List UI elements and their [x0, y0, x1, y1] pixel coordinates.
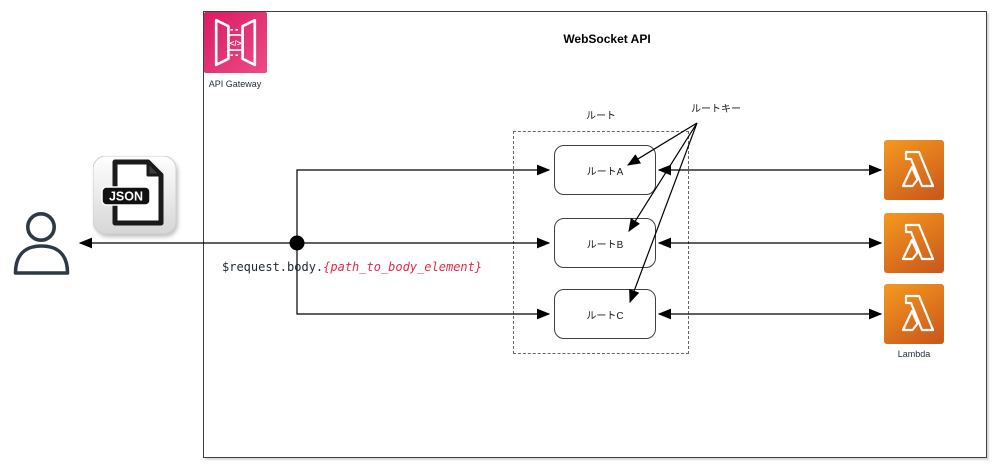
expression-prefix: $request.body. — [222, 260, 324, 274]
lambda-label: Lambda — [897, 349, 931, 359]
websocket-api-container — [203, 11, 987, 458]
route-b-box: ルートB — [554, 218, 656, 268]
code-glyph: </> — [230, 39, 242, 48]
json-icon-label: JSON — [109, 190, 143, 204]
route-b-label: ルートB — [586, 239, 624, 251]
api-gateway-icon: </> — [204, 12, 267, 73]
json-file-icon: JSON — [92, 155, 177, 235]
route-key-label: ルートキー — [691, 104, 741, 115]
route-a-box: ルートA — [554, 145, 656, 195]
route-c-box: ルートC — [554, 289, 656, 339]
route-c-label: ルートC — [586, 310, 624, 322]
route-a-label: ルートA — [586, 166, 624, 178]
expression-placeholder: {path_to_body_element} — [323, 260, 483, 274]
routes-group-label: ルート — [586, 111, 616, 122]
lambda-icon-2 — [884, 213, 944, 273]
route-selection-expression: $request.body.{path_to_body_element} — [222, 260, 482, 274]
api-gateway-label: API Gateway — [208, 79, 262, 89]
lambda-icon-1 — [884, 140, 944, 200]
user-icon — [13, 210, 73, 276]
lambda-icon-3 — [884, 284, 944, 344]
websocket-api-title: WebSocket API — [563, 32, 651, 46]
